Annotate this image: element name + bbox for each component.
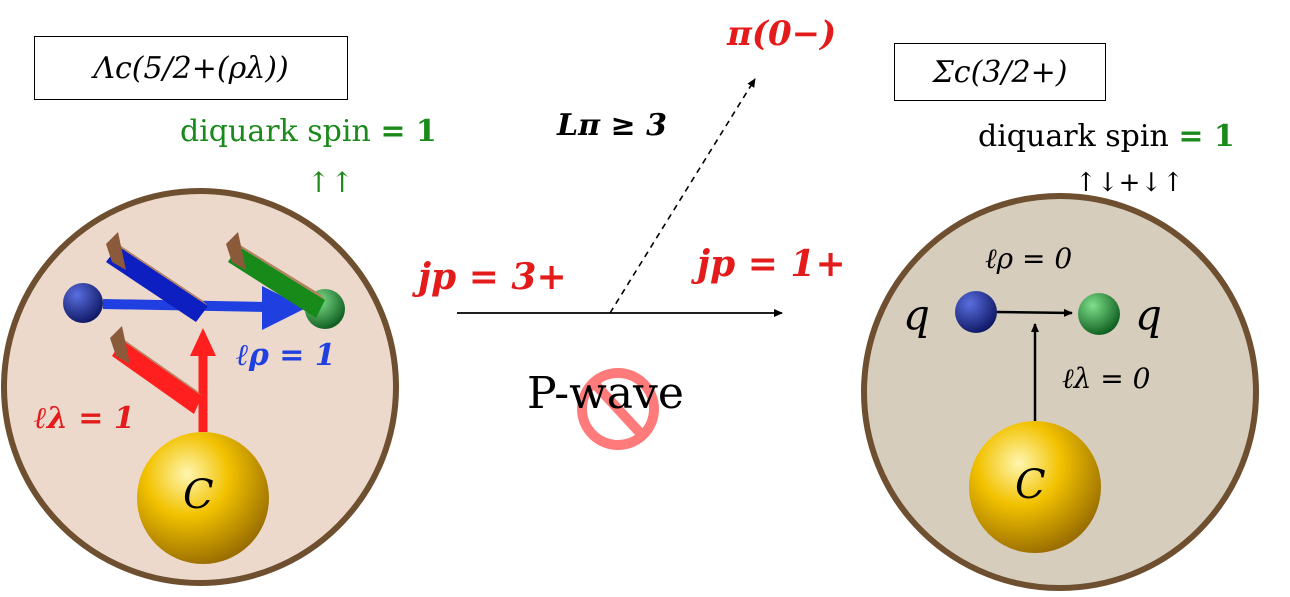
right-diquark-spin-label: diquark spin = 1 <box>978 119 1235 154</box>
right-quark-blue <box>955 291 997 333</box>
left-diquark-arrows: ↑↑ <box>307 166 354 199</box>
right-baryon-title-box: Σc(3/2+) <box>894 43 1106 101</box>
left-charm-label: C <box>183 472 214 518</box>
right-q-right-label: q <box>1135 290 1162 339</box>
left-charm-quark <box>137 432 269 564</box>
left-diquark-spin-label: diquark spin = 1 <box>180 114 437 149</box>
final-jp-label: jp = 1+ <box>697 243 846 285</box>
right-diquark-arrows: ↑↓+↓↑ <box>1075 168 1184 198</box>
right-charm-quark <box>969 421 1101 553</box>
right-charm-label: C <box>1015 462 1046 508</box>
left-baryon-title: Λc(5/2+(ρλ)) <box>93 50 289 86</box>
left-l-lambda-label: ℓλ = 1 <box>34 401 135 436</box>
left-lambda-arrowhead <box>190 328 216 356</box>
right-baryon-title: Σc(3/2+) <box>932 54 1068 90</box>
prohibited-icon <box>577 368 659 450</box>
left-quark-blue <box>63 283 103 323</box>
right-l-lambda-label: ℓλ = 0 <box>1062 362 1151 395</box>
right-l-rho-label: ℓρ = 0 <box>985 242 1073 275</box>
right-quark-green <box>1078 293 1120 335</box>
left-blue-3d-arrow <box>106 232 208 322</box>
initial-jp-label: jp = 3+ <box>418 256 567 298</box>
left-green-3d-arrow <box>226 232 325 318</box>
left-red-3d-arrow <box>110 326 202 414</box>
right-rho-arrow <box>996 308 1073 317</box>
pion-label: π(0−) <box>727 14 837 54</box>
orbital-l-pi-label: Lπ ≥ 3 <box>557 108 667 143</box>
left-rho-arrowhead <box>262 286 306 330</box>
left-baryon-title-box: Λc(5/2+(ρλ)) <box>34 36 348 100</box>
pion-emission-arrow <box>609 78 756 314</box>
p-wave-label: P-wave <box>527 368 684 419</box>
right-q-left-label: q <box>903 290 930 339</box>
right-baryon-circle <box>861 193 1259 591</box>
left-l-rho-label: ℓρ = 1 <box>236 338 336 373</box>
